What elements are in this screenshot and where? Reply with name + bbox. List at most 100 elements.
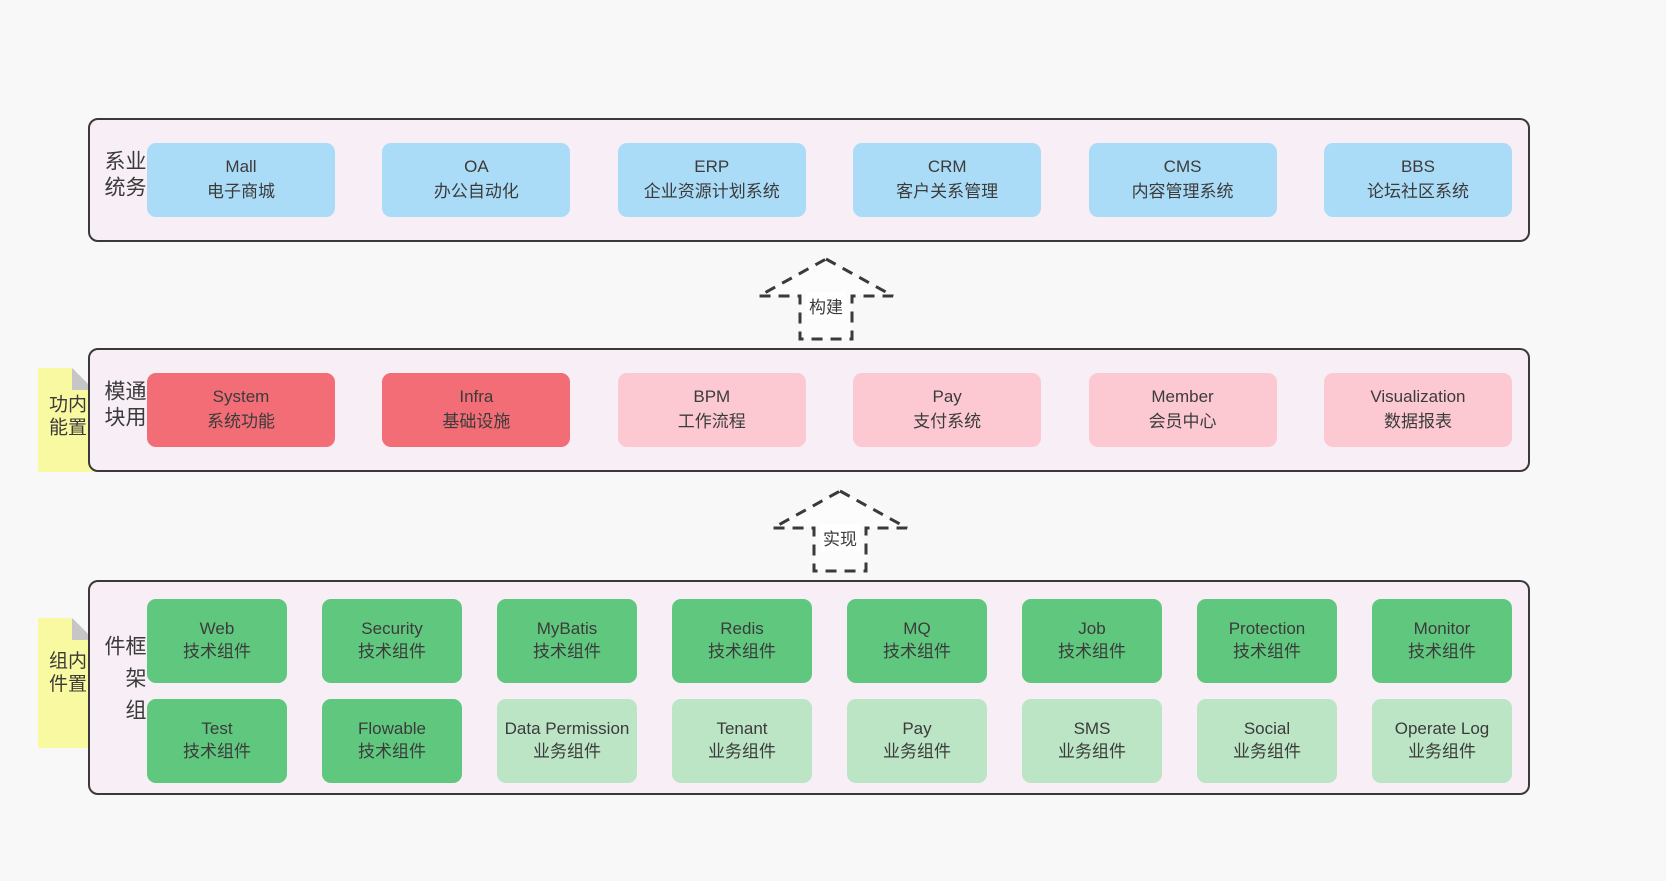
business-boxes-row: Mall 电子商城 OA 办公自动化 ERP 企业资源计划系统 CRM 客户关系管理 CMS 内容…	[147, 143, 1512, 217]
box-subtitle-zh: 技术组件	[183, 742, 251, 761]
box-title-en: CMS	[1163, 157, 1202, 177]
box-subtitle-zh: 技术组件	[533, 642, 601, 661]
box-title-en: Security	[361, 619, 423, 639]
box-title-en: Visualization	[1370, 387, 1466, 407]
box-title-en: Data Permission	[504, 719, 630, 739]
box-subtitle-zh: 业务组件	[708, 742, 776, 761]
sticky-tab-label: 内置组件	[46, 650, 86, 697]
box-title-en: Infra	[459, 387, 494, 407]
box-title-en: Protection	[1228, 619, 1306, 639]
layer-business-systems: 业务系统 Mall 电子商城 OA 办公自动化 ERP 企业资源计划系统 CRM 客户关系管理…	[88, 118, 1530, 242]
box-test: Test 技术组件	[147, 699, 287, 783]
box-mybatis: MyBatis 技术组件	[497, 599, 637, 683]
box-subtitle-zh: 技术组件	[1058, 642, 1126, 661]
box-mq: MQ 技术组件	[847, 599, 987, 683]
box-title-en: SMS	[1073, 719, 1111, 739]
box-subtitle-zh: 电子商城	[207, 182, 275, 201]
box-title-en: MQ	[903, 619, 931, 639]
box-subtitle-zh: 会员中心	[1148, 412, 1217, 431]
box-subtitle-zh: 业务组件	[533, 742, 601, 761]
sticky-tab-built-in-components: 内置组件	[38, 618, 94, 748]
box-subtitle-zh: 内容管理系统	[1131, 182, 1234, 201]
box-erp: ERP 企业资源计划系统	[617, 143, 806, 217]
box-subtitle-zh: 技术组件	[183, 642, 251, 661]
box-member: Member 会员中心	[1088, 373, 1277, 447]
box-flowable: Flowable 技术组件	[322, 699, 462, 783]
box-title-en: Flowable	[357, 719, 427, 739]
up-arrow-build: 构建	[756, 256, 896, 342]
box-visualization: Visualization 数据报表	[1323, 373, 1512, 447]
box-title-en: OA	[464, 157, 489, 177]
box-subtitle-zh: 企业资源计划系统	[643, 182, 780, 201]
box-title-en: CRM	[927, 157, 967, 177]
box-cms: CMS 内容管理系统	[1088, 143, 1277, 217]
box-title-en: BPM	[693, 387, 731, 407]
arrow-label: 构建	[756, 292, 896, 319]
box-data-permission: Data Permission 业务组件	[497, 699, 637, 783]
box-tenant: Tenant 业务组件	[672, 699, 812, 783]
box-subtitle-zh: 技术组件	[883, 642, 951, 661]
box-title-en: MyBatis	[536, 619, 598, 639]
box-subtitle-zh: 业务组件	[1408, 742, 1476, 761]
box-title-en: Pay	[932, 387, 962, 407]
box-subtitle-zh: 技术组件	[1408, 642, 1476, 661]
box-title-en: Operate Log	[1394, 719, 1490, 739]
box-title-en: Monitor	[1413, 619, 1471, 639]
box-subtitle-zh: 客户关系管理	[896, 182, 999, 201]
box-subtitle-zh: 论坛社区系统	[1366, 182, 1469, 201]
box-title-en: Tenant	[716, 719, 768, 739]
box-subtitle-zh: 数据报表	[1383, 412, 1452, 431]
box-subtitle-zh: 工作流程	[677, 412, 746, 431]
box-title-en: Mall	[225, 157, 257, 177]
box-subtitle-zh: 办公自动化	[433, 182, 519, 201]
box-protection: Protection 技术组件	[1197, 599, 1337, 683]
box-title-en: Member	[1151, 387, 1214, 407]
box-title-en: Social	[1243, 719, 1291, 739]
arrow-build-text: 构建	[806, 292, 846, 319]
sticky-tab-label: 内置功能	[46, 394, 86, 440]
box-mall: Mall 电子商城	[147, 143, 335, 217]
box-system: System 系统功能	[147, 373, 335, 447]
layer-side-label: 业务系统	[102, 150, 146, 202]
box-oa: OA 办公自动化	[382, 143, 571, 217]
box-security: Security 技术组件	[322, 599, 462, 683]
layer-side-label: 通用模块	[102, 380, 146, 432]
box-subtitle-zh: 业务组件	[883, 742, 951, 761]
box-title-en: Redis	[720, 619, 764, 639]
box-subtitle-zh: 技术组件	[358, 742, 426, 761]
box-social: Social 业务组件	[1197, 699, 1337, 783]
box-subtitle-zh: 业务组件	[1233, 742, 1301, 761]
box-title-en: Pay	[902, 719, 932, 739]
box-title-en: ERP	[694, 157, 730, 177]
box-subtitle-zh: 业务组件	[1058, 742, 1126, 761]
box-subtitle-zh: 技术组件	[708, 642, 776, 661]
box-bbs: BBS 论坛社区系统	[1323, 143, 1512, 217]
box-title-en: BBS	[1400, 157, 1435, 177]
box-operate-log: Operate Log 业务组件	[1372, 699, 1512, 783]
layer-side-label: 框架组件	[102, 634, 146, 731]
arrow-implement-text: 实现	[820, 524, 860, 551]
box-title-en: System	[212, 387, 270, 407]
sticky-tab-built-in-features: 内置功能	[38, 368, 94, 472]
box-job: Job 技术组件	[1022, 599, 1162, 683]
box-crm: CRM 客户关系管理	[853, 143, 1042, 217]
box-subtitle-zh: 基础设施	[442, 412, 511, 431]
box-redis: Redis 技术组件	[672, 599, 812, 683]
box-title-en: Test	[201, 719, 233, 739]
box-subtitle-zh: 系统功能	[207, 412, 275, 431]
box-title-en: Job	[1078, 619, 1106, 639]
box-subtitle-zh: 技术组件	[1233, 642, 1301, 661]
arrow-label: 实现	[770, 524, 910, 551]
up-arrow-implement: 实现	[770, 488, 910, 574]
box-bpm: BPM 工作流程	[617, 373, 806, 447]
box-subtitle-zh: 技术组件	[358, 642, 426, 661]
box-infra: Infra 基础设施	[382, 373, 571, 447]
box-monitor: Monitor 技术组件	[1372, 599, 1512, 683]
